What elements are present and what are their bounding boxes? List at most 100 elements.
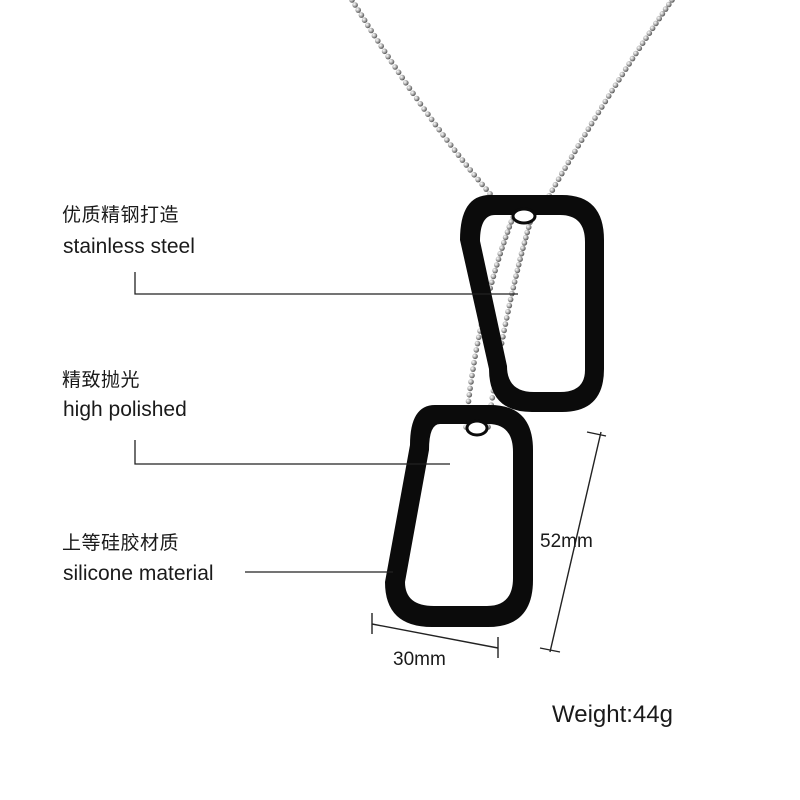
chain-bead (653, 20, 659, 27)
feature-label-en-high-polished: high polished (63, 398, 187, 421)
chain-bead (358, 12, 365, 18)
chain-bead (525, 224, 532, 230)
chain-bead (432, 121, 439, 128)
dog-tag-back-frame (460, 195, 604, 412)
chain-bead (619, 71, 626, 78)
chain-bead (413, 95, 420, 102)
chain-bead (656, 15, 662, 22)
chain-bead (495, 256, 502, 263)
chain-bead (490, 273, 497, 280)
chain-bead (469, 372, 475, 379)
chain-bead (565, 159, 572, 166)
chain-bead (466, 392, 473, 398)
chain-bead (605, 93, 612, 99)
chain-bead (643, 35, 649, 41)
chain-bead (506, 224, 513, 230)
chain-bead (459, 157, 466, 163)
chain-bead (492, 267, 498, 274)
chain-bead (368, 27, 374, 34)
chain-bead (436, 126, 443, 133)
chain-bead (616, 77, 622, 83)
chain-bead (662, 6, 669, 12)
chain-bead (392, 64, 398, 70)
chain-bead (633, 50, 639, 57)
chain-bead (471, 172, 478, 178)
feature-label-en-silicone-material: silicone material (63, 562, 214, 585)
dog-tag-front-hole (465, 419, 489, 437)
chain-bead (669, 0, 675, 3)
chain-bead (497, 250, 504, 257)
chain-bead (361, 17, 368, 24)
chain-bead (507, 296, 514, 303)
feature-label-en-stainless-steel: stainless steel (63, 235, 195, 258)
chain-bead (646, 30, 653, 36)
chain-bead (578, 137, 585, 143)
chain-bead (501, 327, 507, 334)
chain-bead (500, 334, 506, 340)
chain-bead (468, 379, 474, 385)
chain-bead (451, 147, 458, 153)
chain-bead (513, 273, 519, 279)
callout-line-high-polished (134, 440, 450, 465)
height-dimension-marker (539, 431, 607, 653)
chain-bead (395, 69, 402, 76)
chain-bead (568, 154, 575, 160)
feature-label-cn-high-polished: 精致抛光 (62, 369, 141, 391)
chain-bead (465, 398, 472, 405)
dog-tag-back (460, 195, 604, 412)
weight-label: Weight:44g (552, 701, 673, 728)
chain-bead (612, 82, 619, 88)
chain-bead (520, 245, 526, 252)
chain-bead (622, 66, 629, 72)
chain-bead (467, 167, 474, 173)
chain-bead (626, 61, 632, 67)
chain-bead (592, 115, 598, 121)
chain-bead (355, 7, 362, 13)
chain-bead (572, 148, 578, 155)
chain-bead (475, 176, 481, 183)
chain-bead (421, 106, 427, 112)
width-dimension-marker (371, 613, 499, 658)
chain-bead (499, 245, 505, 251)
chain-bead (629, 55, 636, 62)
chain-bead (388, 59, 395, 65)
chain-bead (588, 120, 595, 127)
chain-bead (666, 1, 672, 8)
chain-bead (381, 48, 388, 55)
chain-bead (504, 229, 511, 235)
chain-bead (455, 152, 462, 158)
dog-tag-front-frame (385, 405, 533, 627)
chain-bead (511, 279, 518, 285)
chain-bead (425, 111, 431, 117)
chain-bead (501, 239, 507, 246)
chain-bead (406, 85, 413, 91)
chain-bead (555, 176, 562, 182)
chain-bead (399, 74, 406, 81)
chain-bead (489, 279, 495, 286)
chain-bead (444, 137, 450, 143)
chain-bead (659, 11, 666, 17)
feature-label-cn-silicone-material: 上等硅胶材质 (62, 532, 180, 554)
chain-bead (575, 143, 581, 149)
chain-bead (483, 186, 489, 192)
chain-bead (365, 22, 371, 29)
chain-bead (502, 234, 509, 241)
chain-bead (489, 395, 496, 401)
height-dimension-label: 52mm (540, 531, 593, 552)
chain-bead (595, 109, 602, 116)
chain-bead (515, 262, 522, 268)
chain-bead (471, 359, 477, 366)
feature-label-cn-stainless-steel: 优质精钢打造 (62, 204, 180, 226)
chain-bead (474, 340, 481, 347)
chain-bead (473, 347, 480, 353)
chain-bead (440, 132, 446, 138)
chain-bead (428, 116, 435, 123)
chain-bead (559, 170, 565, 177)
chain-bead (524, 229, 530, 236)
chain-bead (378, 43, 385, 49)
chain-bead (494, 262, 500, 268)
chain-bead (447, 142, 454, 148)
chain-bead (582, 131, 588, 138)
